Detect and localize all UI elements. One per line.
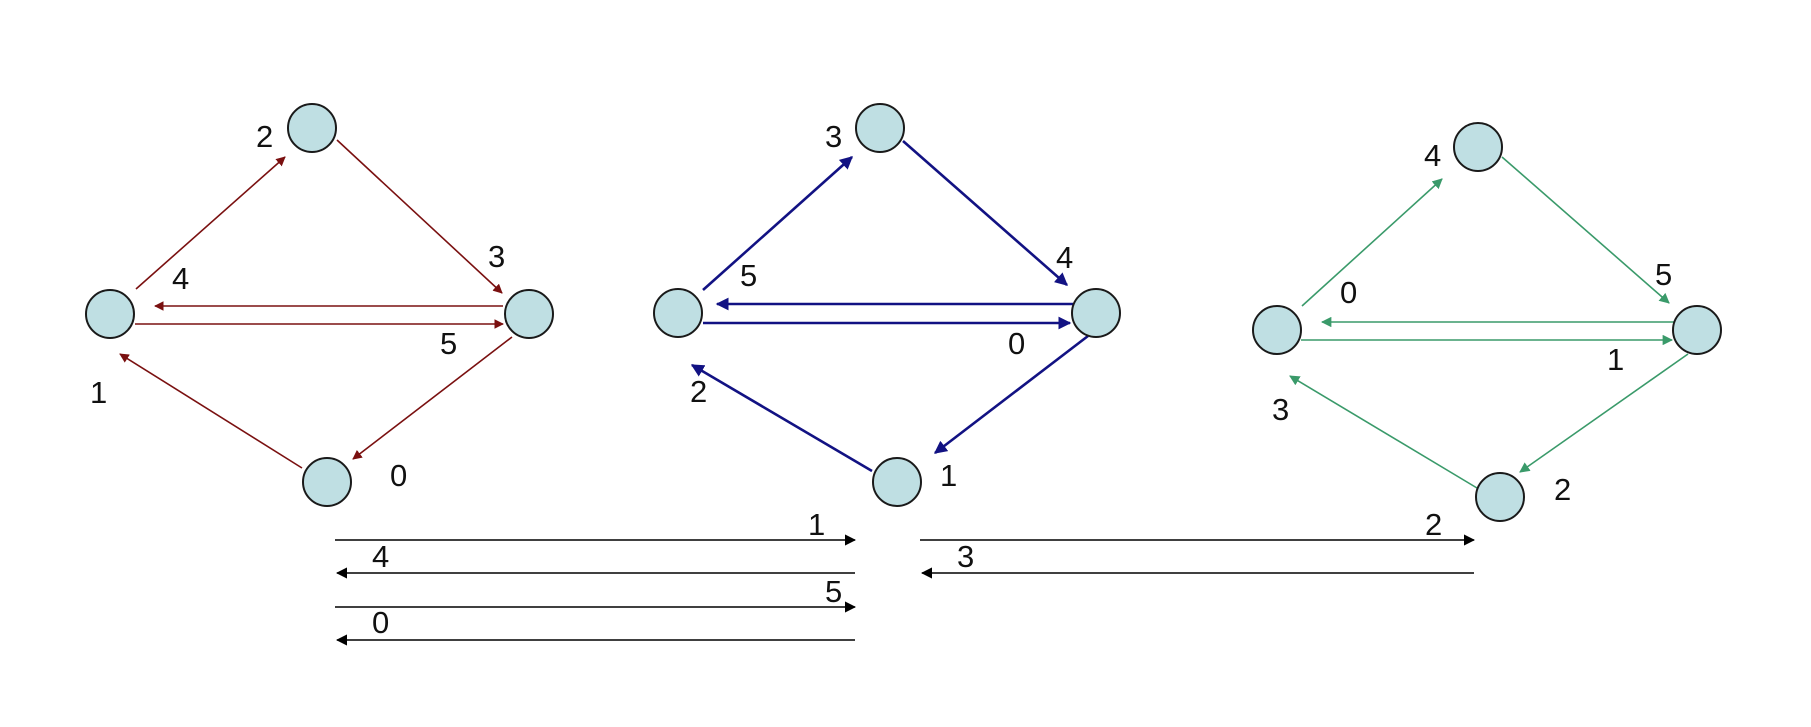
graph-blue: 3 4 5 0 2 1 [653,103,1121,507]
edge-label: 2 [1554,472,1571,507]
edge-blue-top-to-right [902,140,1068,286]
edge-blue-left-to-top [702,156,853,291]
node-blue-right [1071,288,1121,338]
edge-red-right-to-bottom [352,336,513,460]
node-blue-left [653,288,703,338]
node-green-bottom [1475,472,1525,522]
edge-label: 5 [440,326,457,361]
timeline-label: 0 [372,605,389,640]
edge-label: 4 [172,261,189,296]
node-red-bottom [302,457,352,507]
node-red-top [287,103,337,153]
timeline-label: 5 [825,574,842,609]
edge-label: 4 [1056,240,1073,275]
edge-label: 1 [90,375,107,410]
edge-label: 0 [1008,326,1025,361]
node-green-right [1672,305,1722,355]
edge-label: 2 [690,374,707,409]
timeline: 1 4 5 0 2 3 [335,507,1476,646]
node-blue-top [855,103,905,153]
edge-red-left-to-top [135,156,286,290]
edge-blue-bottom-to-left [690,363,873,473]
timeline-label: 3 [957,539,974,574]
edge-green-bottom-to-left [1289,375,1478,489]
edge-red-top-to-right [336,139,503,294]
node-red-right [504,289,554,339]
edge-label: 3 [825,119,842,154]
node-green-top [1453,122,1503,172]
graph-green: 4 5 0 1 3 2 [1252,122,1722,522]
timeline-label: 1 [808,507,825,542]
edge-green-right-to-bottom [1519,353,1689,473]
edge-green-left-to-top [1301,178,1443,307]
edge-label: 3 [488,239,505,274]
edge-red-bottom-to-left [119,353,303,469]
edge-label: 2 [256,119,273,154]
edge-label: 5 [740,258,757,293]
edge-green-top-to-right [1501,156,1670,304]
edge-label: 0 [1340,275,1357,310]
edge-label: 1 [1607,342,1624,377]
node-blue-bottom [872,457,922,507]
graph-red: 2 3 4 5 1 0 [85,103,554,507]
edge-label: 3 [1272,392,1289,427]
node-green-left [1252,305,1302,355]
edge-blue-right-to-bottom [933,334,1089,455]
timeline-label: 2 [1425,507,1442,542]
timeline-label: 4 [372,539,389,574]
edge-label: 4 [1424,138,1441,173]
node-red-left [85,289,135,339]
edge-label: 5 [1655,257,1672,292]
edge-label: 0 [390,458,407,493]
edge-label: 1 [940,458,957,493]
